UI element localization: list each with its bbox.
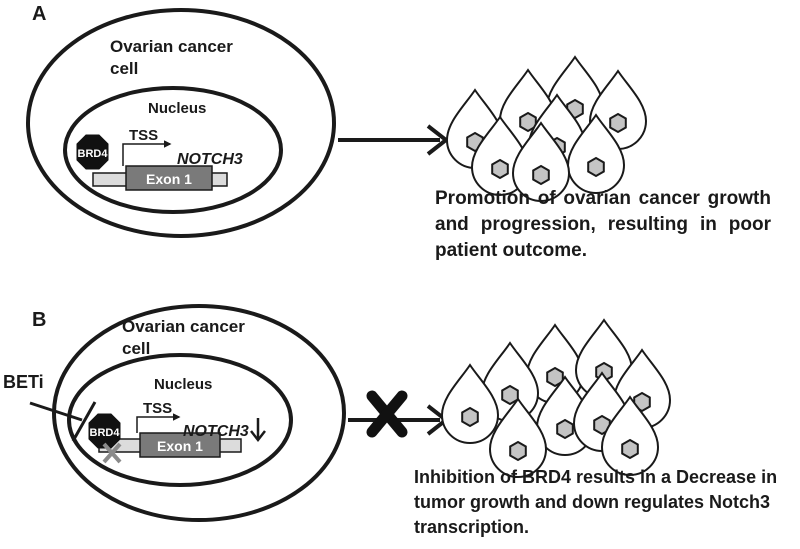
panel-a-tss-arrow	[122, 140, 172, 166]
panel-b-blocked-x-icon	[366, 390, 408, 438]
panel-b-tss-label: TSS	[143, 400, 172, 417]
panel-a-tumor-cluster	[446, 56, 647, 202]
panel-b-tss-arrow	[136, 413, 181, 433]
panel-a-gene-label: NOTCH3	[177, 151, 243, 168]
panel-b-exon-box	[139, 432, 221, 458]
panel-b-nucleus-label: Nucleus	[154, 376, 212, 393]
panel-b-brd4-label: BRD4	[90, 427, 121, 439]
panel-b-beti-line	[29, 401, 83, 422]
panel-b-gene-label: NOTCH3	[183, 423, 249, 440]
panel-a-cell-label-line1: Ovarian cancer	[110, 37, 233, 56]
panel-b-tumor-cluster	[441, 319, 671, 478]
panel-a-exon-label: Exon 1	[146, 171, 192, 187]
panel-a-letter: A	[32, 3, 46, 25]
panel-b-beti-blocker	[71, 401, 97, 442]
panel-b-down-arrow-icon	[250, 418, 266, 443]
panel-a-brd4-label: BRD4	[78, 148, 109, 160]
panel-b-brd4-octagon: BRD4	[88, 413, 121, 449]
panel-a-cell-label-line2: cell	[110, 59, 138, 78]
panel-b-inhibited-x-icon	[102, 442, 122, 464]
panel-b-outcome-text: Inhibition of BRD4 results in a Decrease…	[414, 467, 778, 537]
panel-a-nucleus-label: Nucleus	[148, 100, 206, 117]
panel-b-cell-label-line2: cell	[122, 339, 150, 358]
panel-a-outcome-text: Promotion of ovarian cancer growth and p…	[435, 188, 771, 261]
panel-a-tss-label: TSS	[129, 127, 158, 144]
panel-a-brd4-octagon: BRD4	[76, 134, 109, 170]
panel-b-letter: B	[32, 309, 46, 331]
panel-b-beti-label: BETi	[3, 372, 44, 392]
panel-b-cell-label-line1: Ovarian cancer	[122, 317, 245, 336]
panel-b-exon-label: Exon 1	[157, 438, 203, 454]
panel-a-exon-box	[125, 165, 213, 191]
